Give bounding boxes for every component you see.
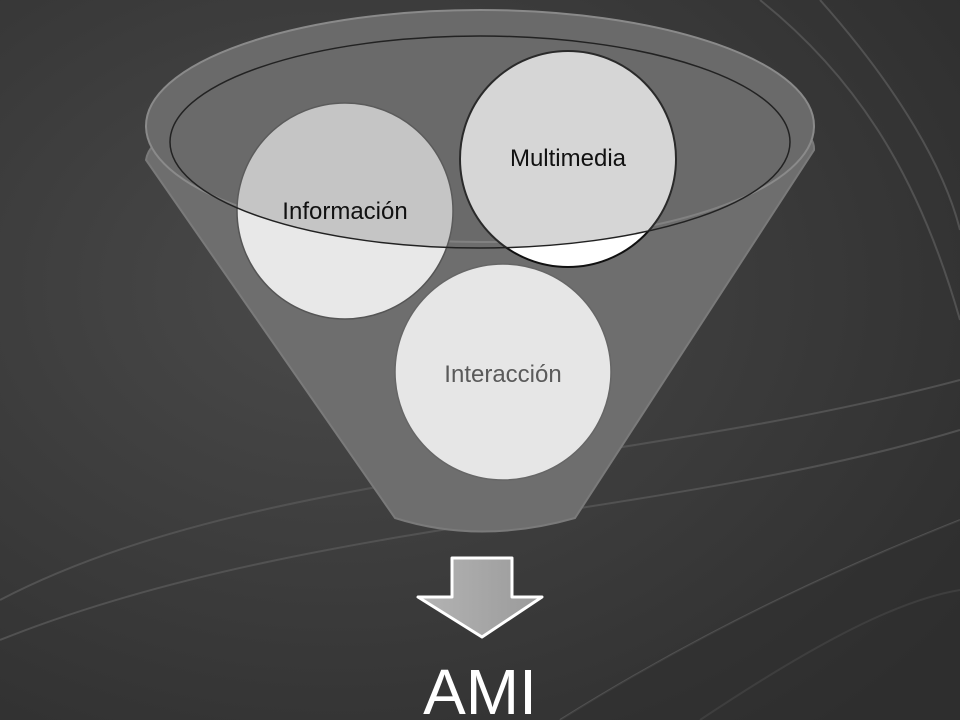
output-label: AMI (423, 656, 537, 720)
label-interaccion: Interacción (444, 361, 561, 388)
circle-informacion (236, 102, 454, 320)
funnel-rim-inner (169, 35, 791, 249)
circle-multimedia (459, 50, 677, 268)
background-corner-shade (560, 520, 960, 720)
label-informacion: Información (282, 198, 407, 225)
down-arrow-icon (416, 556, 544, 639)
circle-interaccion (394, 263, 612, 481)
label-multimedia: Multimedia (510, 145, 627, 172)
